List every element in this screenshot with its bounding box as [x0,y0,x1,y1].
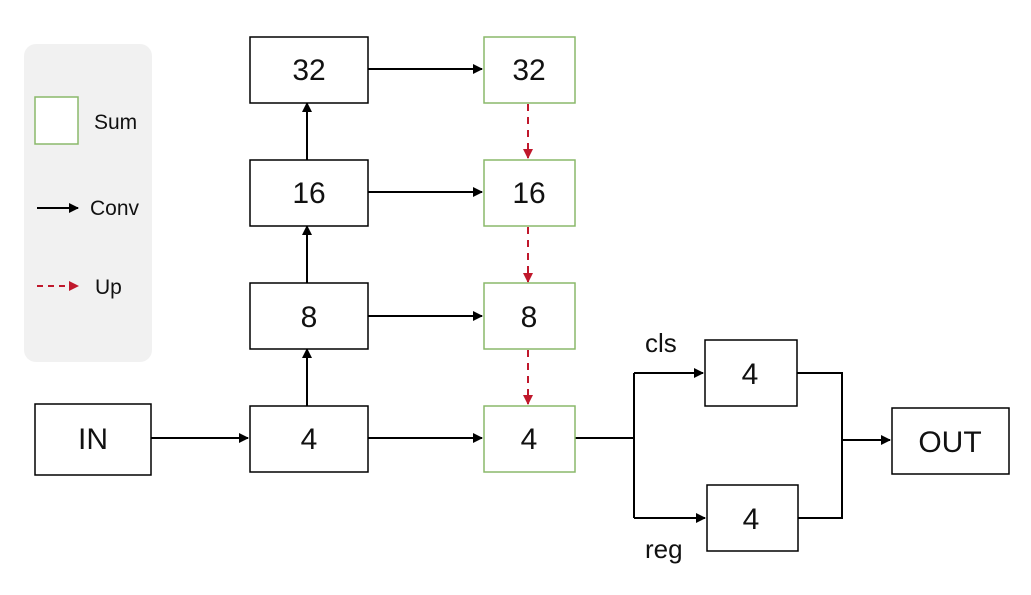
node-backbone-4 [249,405,369,473]
node-cls-head-label: 4 [742,358,759,391]
legend-sum-label: Sum [94,111,137,134]
node-reg-head [706,484,799,552]
edge-label-cls: cls [645,328,677,358]
node-backbone-32 [249,36,369,104]
edge-cls-to-merge [797,372,843,519]
edge-label-reg: reg [645,534,683,564]
node-backbone-8-label: 8 [301,301,318,334]
node-backbone-8 [249,282,369,350]
node-sum-32 [483,36,576,104]
node-sum-16 [483,159,576,227]
node-reg-head-label: 4 [743,503,760,536]
node-backbone-16-label: 16 [292,177,325,210]
node-input [34,403,152,476]
node-sum-16-label: 16 [512,177,545,210]
legend-sum-swatch [34,96,79,145]
node-cls-head [704,339,798,407]
node-sum-4 [483,405,576,473]
node-backbone-32-label: 32 [292,54,325,87]
node-input-label: IN [78,423,108,456]
legend-conv-label: Conv [90,197,140,220]
node-backbone-16 [249,159,369,227]
legend-up-label: Up [95,276,122,299]
node-sum-8-label: 8 [521,301,538,334]
node-sum-8 [483,282,576,350]
node-backbone-4-label: 4 [301,423,318,456]
node-output-label: OUT [918,426,981,459]
node-output [891,407,1010,475]
node-sum-4-label: 4 [521,423,538,456]
node-sum-32-label: 32 [512,54,545,87]
